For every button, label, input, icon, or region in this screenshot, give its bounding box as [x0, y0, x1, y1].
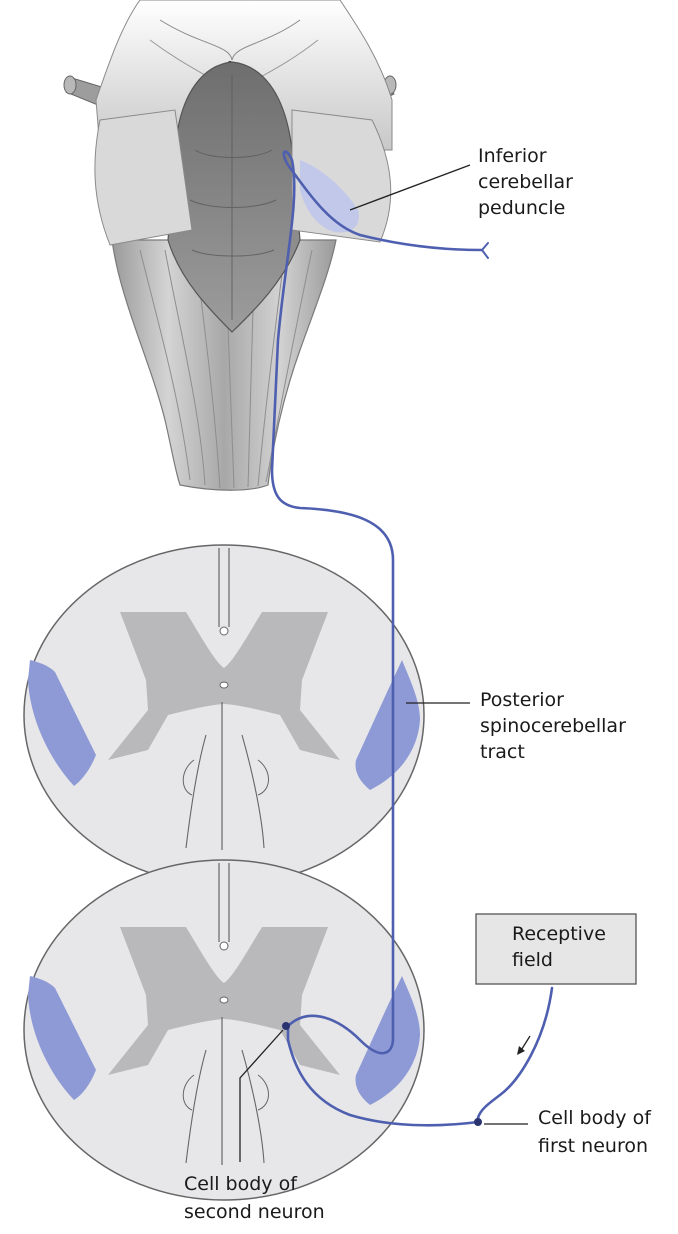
- first-neuron-label: Cell body of first neuron: [538, 1107, 657, 1157]
- axon-terminal: [482, 243, 488, 258]
- first-neuron-peripheral-axon: [478, 988, 552, 1118]
- receptive-field-box: Receptive field: [476, 914, 636, 984]
- inferior-peduncle-label: Inferior cerebellar peduncle: [478, 145, 579, 219]
- second-neuron-cell-body: [282, 1022, 290, 1030]
- spinal-cord-section-upper: [24, 545, 424, 885]
- spinal-cord-section-lower: [24, 860, 424, 1200]
- nerve-end-left: [64, 76, 76, 94]
- posterior-tract-label: Posterior spinocerebellar tract: [480, 689, 632, 763]
- brainstem: [64, 0, 396, 490]
- first-neuron-cell-body: [474, 1118, 482, 1126]
- cut-peduncle-left: [95, 110, 192, 245]
